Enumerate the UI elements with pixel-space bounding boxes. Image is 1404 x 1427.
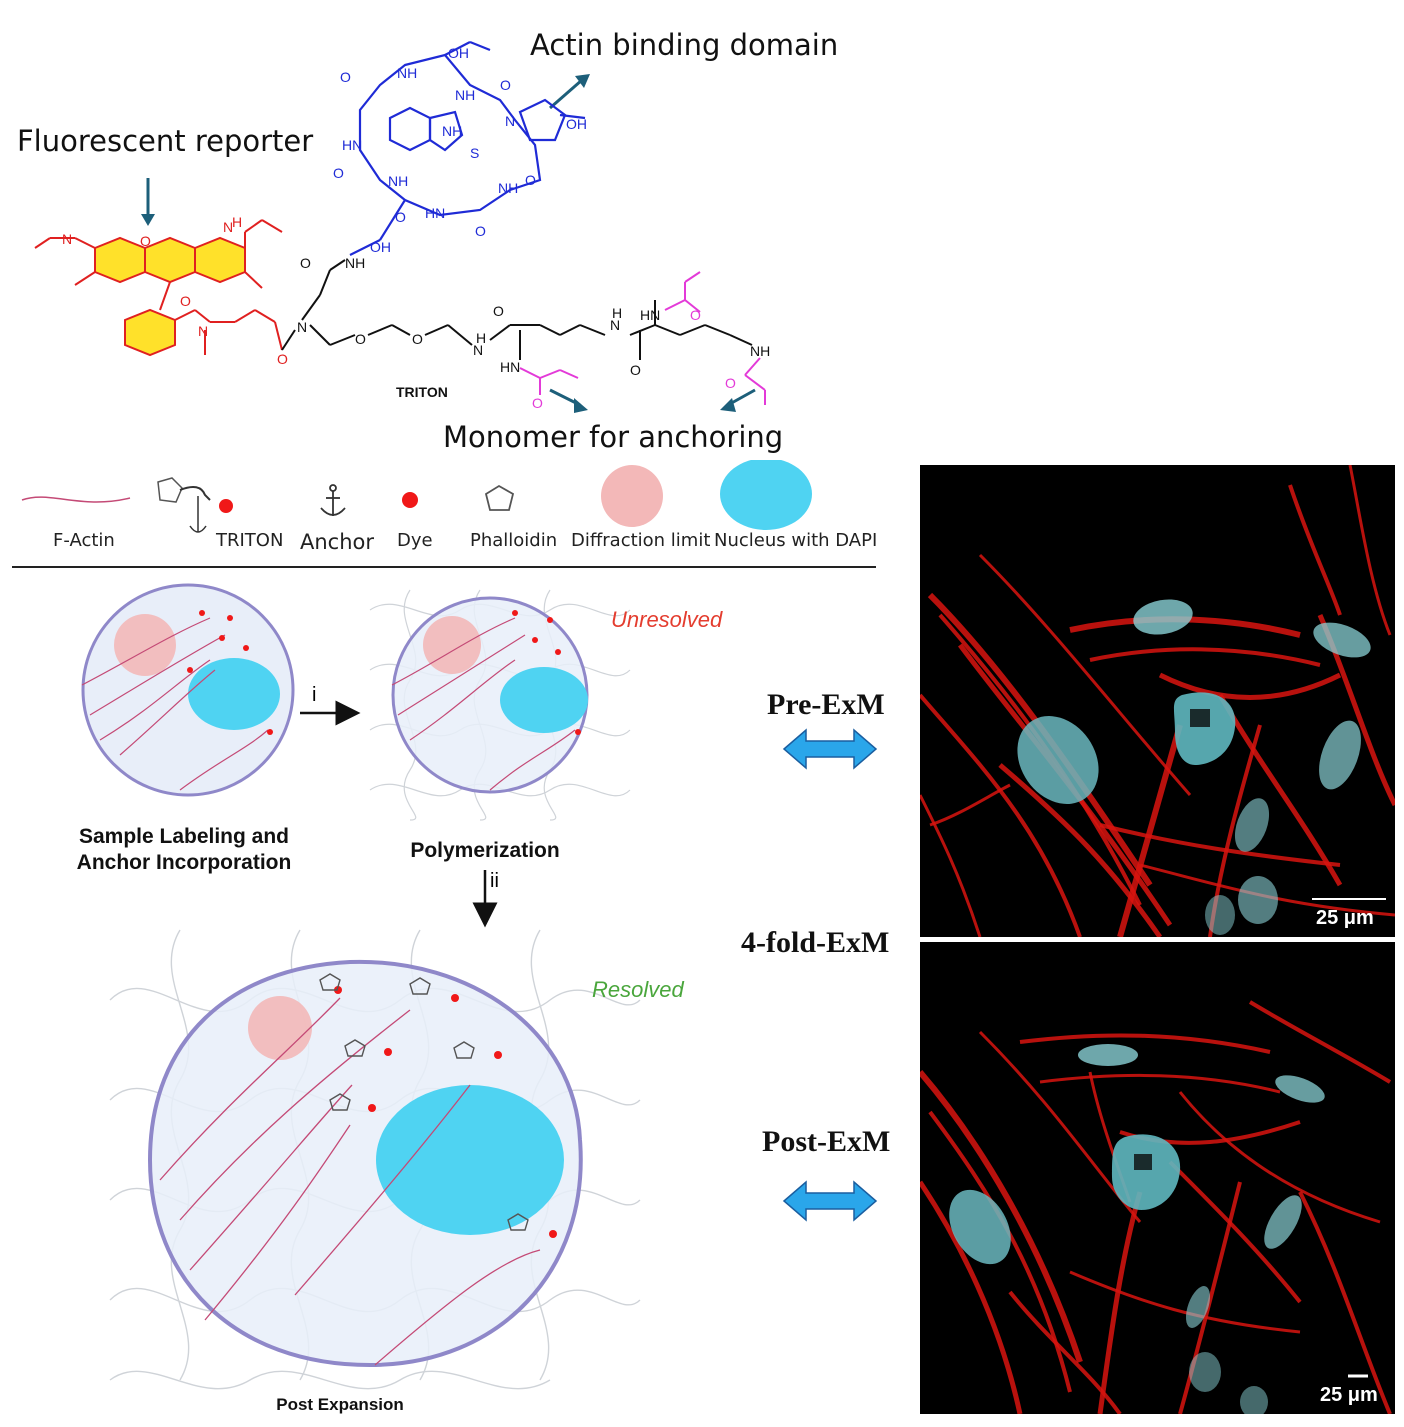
svg-text:O: O [277, 351, 288, 367]
svg-text:O: O [395, 209, 406, 225]
monomer-anchoring-label: Monomer for anchoring [443, 420, 784, 454]
post-exm-double-arrow [782, 1180, 878, 1222]
svg-text:NH: NH [345, 255, 365, 271]
cell-labeling [81, 583, 295, 797]
actin-binding-domain [349, 40, 586, 256]
svg-text:O: O [180, 293, 191, 309]
unresolved-label: Unresolved [611, 607, 723, 632]
svg-text:HN: HN [425, 205, 445, 221]
fluorescent-reporter-label: Fluorescent reporter [17, 124, 314, 158]
svg-text:NH: NH [442, 123, 462, 139]
pointer-arrows [141, 74, 756, 413]
triton-molecule-name: TRITON [396, 384, 448, 400]
svg-text:N: N [62, 231, 72, 247]
svg-text:O: O [412, 331, 423, 347]
svg-text:O: O [333, 165, 344, 181]
fourfold-exm-label: 4-fold-ExM [741, 926, 890, 959]
cell-expanded [109, 929, 641, 1390]
svg-text:S: S [470, 145, 479, 161]
svg-text:O: O [493, 303, 504, 319]
diffraction-limit-icon [601, 465, 663, 527]
actin-binding-domain-label: Actin binding domain [530, 28, 839, 62]
pre-exm-double-arrow [782, 728, 878, 770]
legend-dye: Dye [397, 530, 433, 551]
step-labeling-line1: Sample Labeling and [78, 825, 290, 848]
svg-text:HN: HN [500, 359, 520, 375]
step-i-label: i [312, 684, 317, 706]
svg-text:O: O [500, 77, 511, 93]
scale-label-bottom: 25 μm [1320, 1384, 1378, 1406]
pre-exm-label: Pre-ExM [767, 688, 885, 721]
step-labeling-line2: Anchor Incorporation [76, 851, 292, 874]
svg-text:O: O [532, 395, 543, 411]
pre-exm-micrograph: 25 μm [920, 465, 1395, 937]
legend-f-actin: F-Actin [53, 530, 115, 551]
svg-text:O: O [630, 362, 641, 378]
svg-text:OH: OH [370, 239, 391, 255]
acrylamide-monomers [519, 271, 766, 405]
nucleus-icon [720, 460, 812, 530]
svg-text:NH: NH [397, 65, 417, 81]
post-exm-label: Post-ExM [762, 1125, 891, 1158]
step-expansion-title: Post Expansion [276, 1395, 404, 1414]
svg-text:O: O [340, 69, 351, 85]
svg-text:O: O [475, 223, 486, 239]
legend-phalloidin: Phalloidin [470, 530, 558, 551]
step-polymerization-title: Polymerization [410, 839, 560, 862]
fluorescent-reporter: N O N H O N O [34, 214, 288, 367]
cell-polymerization [369, 589, 631, 821]
svg-text:NH: NH [388, 173, 408, 189]
linker-atoms: N O O N H O O NH N H O HN HN NH [297, 255, 770, 378]
svg-text:H: H [476, 330, 486, 346]
triton-icon [157, 477, 233, 533]
resolved-label: Resolved [592, 977, 684, 1002]
scale-label-top: 25 μm [1316, 907, 1374, 929]
svg-text:O: O [355, 331, 366, 347]
svg-text:N: N [198, 323, 208, 339]
svg-text:O: O [525, 172, 536, 188]
svg-text:N: N [473, 342, 483, 358]
svg-text:N: N [297, 319, 307, 335]
post-exm-micrograph: 25 μm [920, 942, 1395, 1414]
step-labeling-title: Sample Labeling and Anchor Incorporation [66, 824, 302, 876]
svg-text:NH: NH [455, 87, 475, 103]
peg-linker [281, 259, 753, 360]
f-actin-icon [21, 496, 131, 503]
legend-anchor: Anchor [300, 530, 375, 554]
svg-text:NH: NH [750, 343, 770, 359]
monomer-atoms: O O O [532, 307, 736, 411]
svg-text:HN: HN [640, 307, 660, 323]
svg-text:O: O [140, 233, 151, 249]
svg-text:H: H [232, 214, 242, 230]
svg-text:O: O [300, 255, 311, 271]
svg-text:N: N [505, 113, 515, 129]
workflow-diagram [81, 583, 641, 1390]
svg-text:NH: NH [498, 180, 518, 196]
legend-graphics [12, 460, 876, 568]
svg-text:N: N [223, 219, 233, 235]
svg-text:OH: OH [448, 45, 469, 61]
svg-text:H: H [612, 305, 622, 321]
svg-text:O: O [690, 307, 701, 323]
phalloidin-icon [484, 484, 515, 511]
svg-text:O: O [725, 375, 736, 391]
svg-text:HN: HN [342, 137, 362, 153]
legend-diffraction-limit: Diffraction limit [571, 530, 711, 551]
triton-structure: OH NH NH HN NH S OH N NH NH HN OH O O O … [34, 40, 770, 413]
svg-text:N: N [610, 317, 620, 333]
svg-text:OH: OH [566, 116, 587, 132]
actin-atoms: OH NH NH HN NH S OH N NH NH HN OH O O O … [333, 45, 587, 255]
legend-triton: TRITON [216, 530, 284, 551]
dye-icon [402, 492, 418, 508]
anchor-icon [320, 484, 346, 516]
step-ii-label: ii [490, 870, 499, 892]
legend-nucleus: Nucleus with DAPI [714, 530, 878, 551]
